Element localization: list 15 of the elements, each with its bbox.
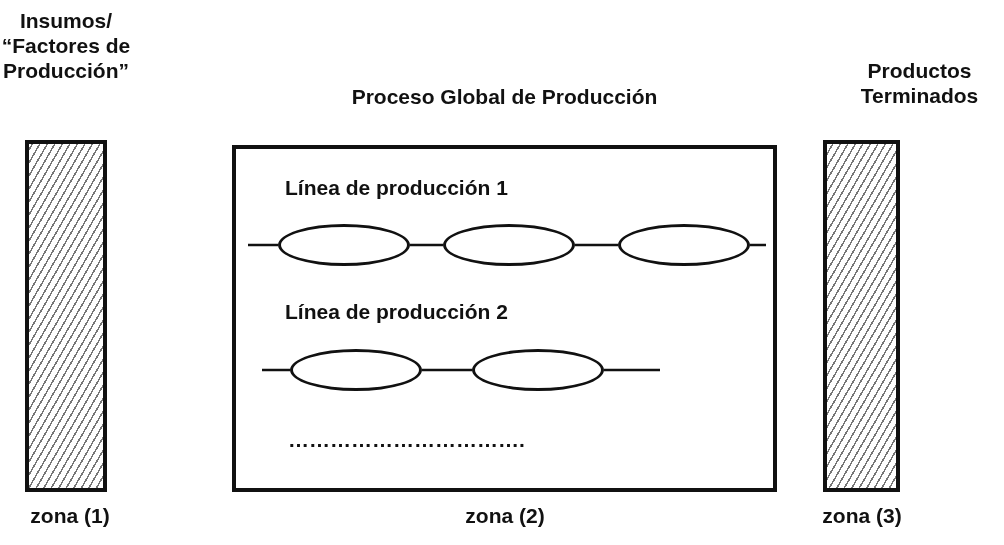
connector-line [604,368,660,372]
connector-line [575,243,618,247]
zone-label: zona (1) [29,504,111,528]
connector-line [422,368,472,372]
zone-label: zona (2) [464,504,546,528]
connector-line [262,368,290,372]
line-title: Línea de producción 1 [285,176,508,200]
connector-line [248,243,278,247]
connector-line [410,243,443,247]
line-title: Línea de producción 2 [285,300,508,324]
zone-heading: Productos Terminados [859,58,980,108]
ellipsis-text: ……………………………. [288,428,525,452]
zone-heading: Proceso Global de Producción [350,84,659,109]
zone-label: zona (3) [821,504,903,528]
zone-heading: Insumos/ “Factores de Producción” [0,8,132,83]
